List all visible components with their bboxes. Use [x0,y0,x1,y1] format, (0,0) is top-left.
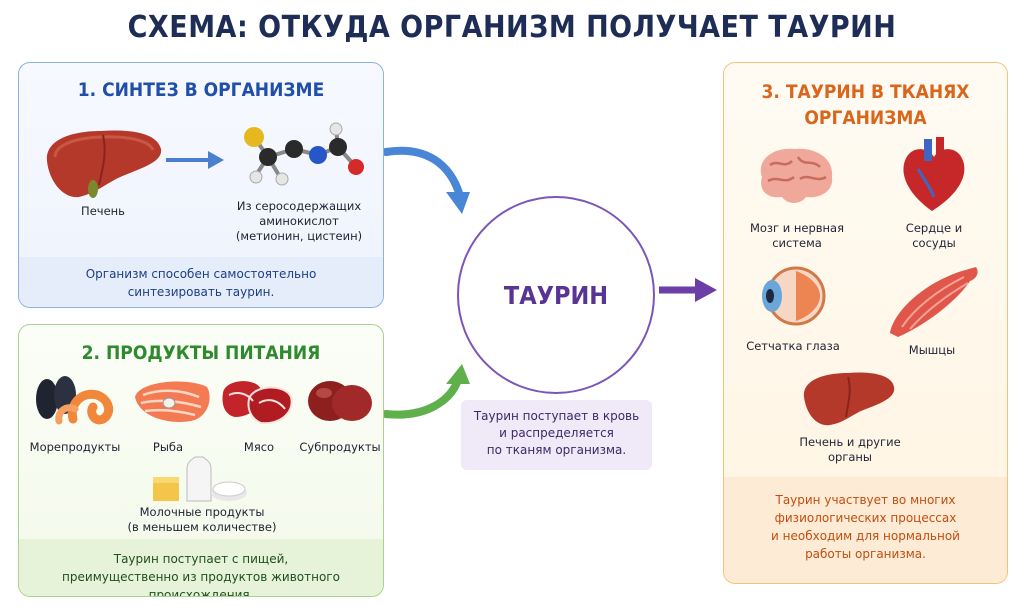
taurine-label: ТАУРИН [503,280,609,310]
tissues-title-line: 3. ТАУРИН В ТКАНЯХ [761,81,970,103]
tissues-panel: 3. ТАУРИН В ТКАНЯХ ОРГАНИЗМА Мозг и нерв… [723,62,1008,584]
tissues-note-line: работы организма. [805,547,926,561]
center-note: Таурин поступает в кровь и распределяетс… [461,400,652,470]
blue-curved-arrow-icon [384,146,470,214]
tissues-note-line: и необходим для нормальной [771,529,960,543]
heart-icon [903,137,965,211]
liver-organ-icon [803,372,895,426]
food-item-label: Морепродукты [29,440,121,454]
offal-icon [308,381,372,421]
arrow-right-icon [166,151,224,169]
brain-label: Мозг и нервная система [738,221,856,251]
green-curved-arrow-icon [384,364,470,419]
food-item-label: Мясо [243,440,275,454]
muscle-icon [890,267,978,337]
synthesis-note-line: синтезировать таурин. [127,285,275,299]
liver-organ-label: Печень и другие органы [790,435,910,465]
fish-icon [135,381,210,422]
dairy-label: Молочные продукты (в меньшем количестве) [119,505,285,535]
synthesis-title: 1. СИНТЕЗ В ОРГАНИЗМЕ [77,79,325,101]
amino-label-line: (метионин, цистеин) [235,229,363,243]
center-note-line: по тканям организма. [486,443,627,457]
food-item-label: Рыба [152,440,184,454]
muscle-label: Мышцы [908,343,956,357]
heart-label: Сердце и сосуды [886,221,982,251]
eye-label: Сетчатка глаза [746,339,840,353]
food-note: Таурин поступает с пищей, преимущественн… [19,539,383,597]
food-item-label: Субпродукты [299,440,381,454]
eye-icon [762,266,826,326]
amino-label-line: Из серосодержащих [236,199,362,213]
purple-arrow-icon [659,278,717,302]
food-note-line: Таурин поступает с пищей, [113,552,289,566]
tissues-title-line: ОРГАНИЗМА [804,107,927,129]
heart-label-line: Сердце и [905,221,963,235]
food-panel: 2. ПРОДУКТЫ ПИТАНИЯ Морепродукты Рыба Мя… [18,324,384,597]
liver-organ-label-line: органы [827,450,873,464]
center-note-line: и распределяется [499,426,614,440]
tissues-note-line: физиологических процессах [774,511,957,525]
page-title: СХЕМА: ОТКУДА ОРГАНИЗМ ПОЛУЧАЕТ ТАУРИН [127,10,897,45]
food-title: 2. ПРОДУКТЫ ПИТАНИЯ [81,342,321,364]
heart-label-line: сосуды [912,236,956,250]
dairy-label-line: (в меньшем количестве) [127,520,277,534]
synthesis-panel: 1. СИНТЕЗ В ОРГАНИЗМЕ Печень Из серосоде… [18,62,384,308]
dairy-icon [153,456,247,502]
tissues-note: Таурин участвует во многих физиологическ… [724,477,1007,583]
brain-label-line: система [772,236,822,250]
liver-icon [46,130,162,198]
amino-label: Из серосодержащих аминокислот (метионин,… [219,199,379,244]
liver-label: Печень [81,204,125,218]
seafood-icon [36,376,114,425]
tissues-title: 3. ТАУРИН В ТКАНЯХ ОРГАНИЗМА [724,79,1007,131]
center-note-line: Таурин поступает в кровь [473,409,640,423]
synthesis-note: Организм способен самостоятельно синтези… [19,257,383,307]
synthesis-note-line: Организм способен самостоятельно [85,267,317,281]
amino-label-line: аминокислот [259,214,339,228]
liver-organ-label-line: Печень и другие [799,435,901,449]
food-note-line: преимущественно из продуктов животного п… [62,570,340,597]
molecule-icon [244,122,364,186]
brain-icon [760,148,833,203]
taurine-circle: ТАУРИН [457,196,655,394]
meat-icon [222,381,293,425]
tissues-note-line: Таурин участвует во многих [775,493,956,507]
brain-label-line: Мозг и нервная [749,221,845,235]
dairy-label-line: Молочные продукты [139,505,265,519]
